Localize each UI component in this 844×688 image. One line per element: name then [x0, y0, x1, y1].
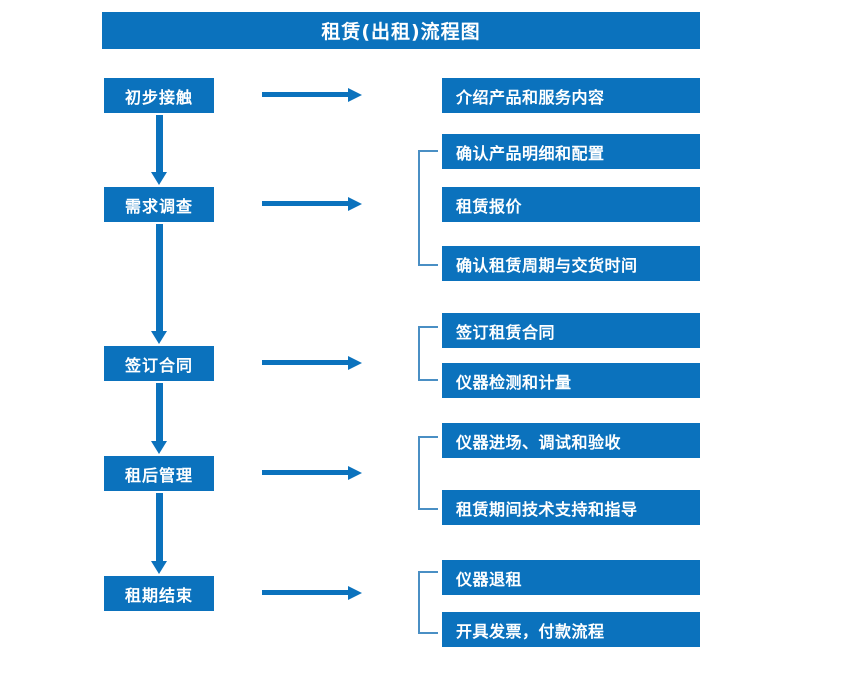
- detail-box-5[interactable]: 签订租赁合同: [442, 313, 700, 348]
- detail-box-3[interactable]: 租赁报价: [442, 187, 700, 222]
- bracket-icon-group-4: [418, 571, 438, 634]
- right-arrow-icon-3: [262, 356, 362, 370]
- detail-box-8[interactable]: 租赁期间技术支持和指导: [442, 490, 700, 525]
- detail-box-10[interactable]: 开具发票，付款流程: [442, 612, 700, 647]
- stage-box-1[interactable]: 初步接触: [104, 78, 214, 113]
- stage-box-5[interactable]: 租期结束: [104, 576, 214, 611]
- stage-box-3[interactable]: 签订合同: [104, 346, 214, 381]
- down-arrow-icon-3: [150, 383, 168, 454]
- stage-box-4[interactable]: 租后管理: [104, 456, 214, 491]
- right-arrow-icon-2: [262, 197, 362, 211]
- stage-box-2[interactable]: 需求调查: [104, 187, 214, 222]
- right-arrow-icon-1: [262, 88, 362, 102]
- right-arrow-icon-4: [262, 466, 362, 480]
- detail-box-1[interactable]: 介绍产品和服务内容: [442, 78, 700, 113]
- detail-box-9[interactable]: 仪器退租: [442, 560, 700, 595]
- down-arrow-icon-1: [150, 115, 168, 185]
- down-arrow-icon-2: [150, 224, 168, 344]
- detail-box-7[interactable]: 仪器进场、调试和验收: [442, 423, 700, 458]
- bracket-icon-group-1: [418, 150, 438, 266]
- detail-box-4[interactable]: 确认租赁周期与交货时间: [442, 246, 700, 281]
- detail-box-2[interactable]: 确认产品明细和配置: [442, 134, 700, 169]
- detail-box-6[interactable]: 仪器检测和计量: [442, 363, 700, 398]
- bracket-icon-group-2: [418, 326, 438, 381]
- bracket-icon-group-3: [418, 436, 438, 510]
- right-arrow-icon-5: [262, 586, 362, 600]
- page-title: 租赁(出租)流程图: [102, 12, 700, 49]
- down-arrow-icon-4: [150, 493, 168, 574]
